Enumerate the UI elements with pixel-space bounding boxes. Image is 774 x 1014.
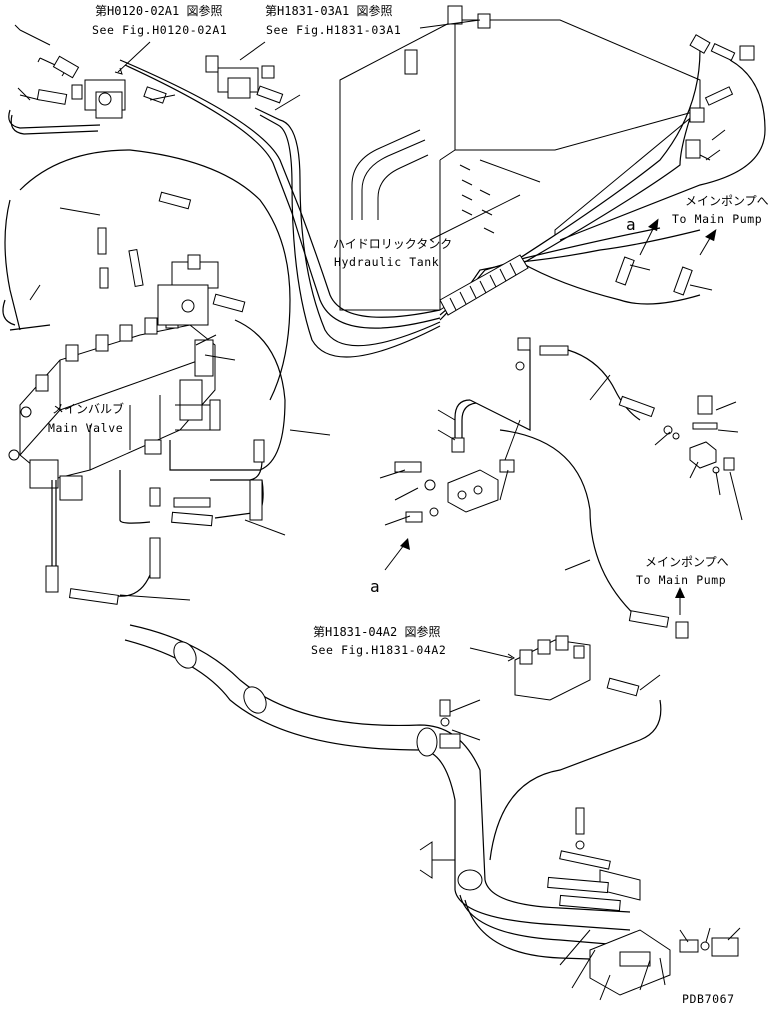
main-pump-label-jp-lower: メインポンプへ (645, 555, 729, 569)
flow-arrows (384, 218, 717, 615)
junction-block-assembly (394, 337, 735, 639)
hydraulic-tank-label-jp: ハイドロリックタンク (333, 237, 452, 251)
control-valve-h1831-04 (514, 635, 640, 701)
upper-right-fittings (615, 34, 755, 296)
solenoid-valve-h1831-03 (205, 55, 284, 104)
ref-h1831-04-jp: 第H1831-04A2 図参照 (313, 624, 440, 639)
main-pump-label-en-lower: To Main Pump (636, 573, 726, 587)
solenoid-valve-h0120 (19, 55, 167, 119)
marker-a-lower: a (370, 577, 380, 596)
drawing-code: PDB7067 (682, 992, 735, 1006)
hose-wrap (439, 254, 529, 316)
marker-a-upper: a (626, 215, 636, 234)
reference-labels: 第H0120-02A1 図参照 See Fig.H0120-02A1 第H183… (92, 3, 446, 657)
solenoid-valve-center (157, 254, 246, 326)
main-pump-label-jp-upper: メインポンプへ (685, 194, 769, 208)
bottom-bracket-assembly (547, 807, 739, 996)
main-valve-label-jp: メインバルブ (52, 401, 124, 416)
ref-h1831-03-en: See Fig.H1831-03A1 (266, 23, 401, 37)
left-fittings (45, 191, 265, 605)
ref-h0120-en: See Fig.H0120-02A1 (92, 23, 227, 37)
hydraulic-tank-label-en: Hydraulic Tank (334, 255, 439, 269)
hydraulic-tank (339, 5, 701, 311)
component-labels: ハイドロリックタンク Hydraulic Tank メインバルブ Main Va… (48, 194, 769, 587)
markers: a a (370, 215, 636, 596)
lower-hose-run (124, 624, 662, 961)
ref-h0120-jp: 第H0120-02A1 図参照 (95, 3, 222, 18)
main-pump-label-en-upper: To Main Pump (672, 212, 762, 226)
ref-h1831-03-jp: 第H1831-03A1 図参照 (265, 3, 392, 18)
main-valve (8, 311, 216, 501)
leader-lines (14, 19, 743, 1001)
main-valve-label-en: Main Valve (48, 421, 123, 435)
ref-h1831-04-en: See Fig.H1831-04A2 (311, 643, 446, 657)
